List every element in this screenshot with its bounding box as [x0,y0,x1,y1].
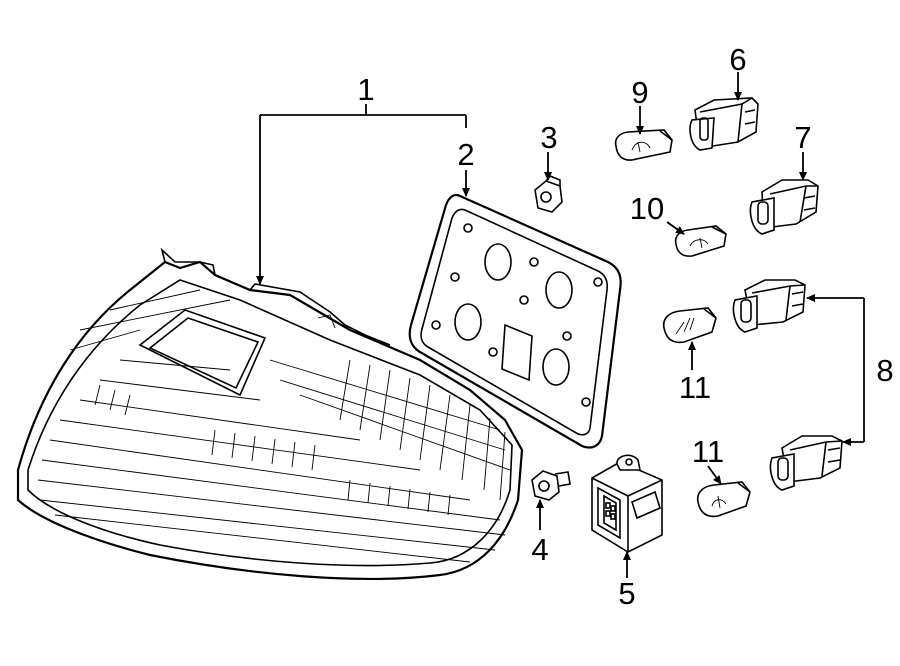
callout-6: 6 [729,42,746,77]
tail-lamp-assembly [16,247,524,581]
leader-lines [256,72,865,578]
callout-9: 9 [631,75,648,110]
nut [534,175,563,213]
bolt [531,470,571,501]
callout-5: 5 [618,576,635,611]
bulb-9 [614,129,673,161]
callout-3: 3 [540,120,557,155]
callout-1: 1 [357,72,374,107]
callout-4: 4 [531,532,548,567]
callout-8: 8 [876,353,893,388]
bulb-socket-8-upper [732,279,806,333]
callout-7: 7 [794,120,811,155]
bulb-socket-8-lower [769,435,843,491]
bulb-socket-6 [689,97,759,151]
bulb-11-lower [696,481,751,518]
wiring-connector [591,454,663,553]
lamp-gasket [408,193,622,449]
bulb-10 [674,225,727,257]
callout-11-lower: 11 [692,434,724,469]
bulb-socket-7 [749,179,819,235]
callout-2: 2 [457,137,474,172]
callout-11-upper: 11 [679,370,711,405]
callout-labels: 1 2 3 4 5 6 7 8 9 10 11 11 [357,42,893,611]
bulb-11-upper [662,307,717,344]
callout-10: 10 [630,191,664,226]
